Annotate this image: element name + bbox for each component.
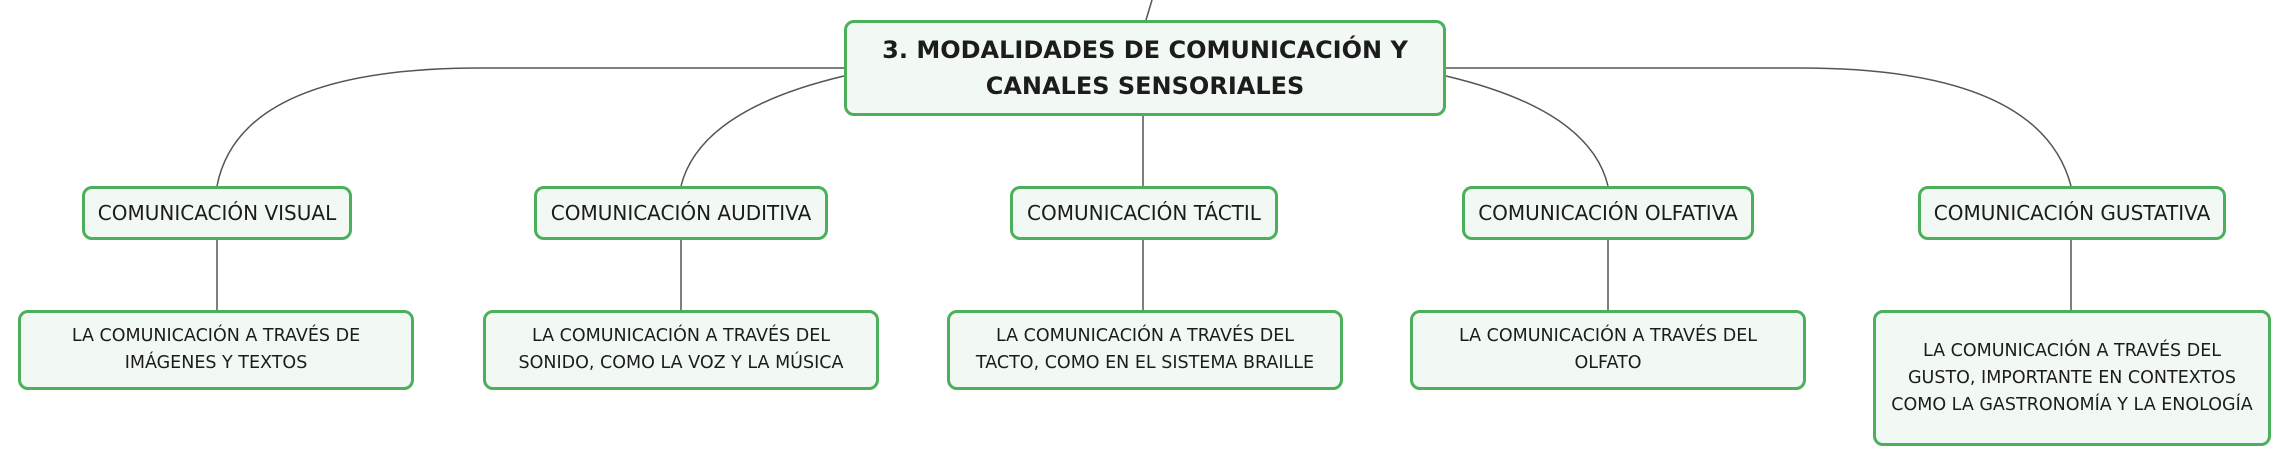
category-title: COMUNICACIÓN VISUAL [97, 201, 337, 225]
category-title: COMUNICACIÓN TÁCTIL [1027, 201, 1261, 225]
root-title: 3. MODALIDADES DE COMUNICACIÓN Y CANALES… [882, 36, 1408, 100]
connector-root-visual [216, 67, 844, 187]
category-node-visual[interactable]: COMUNICACIÓN VISUAL [82, 186, 352, 240]
category-node-gustativa[interactable]: COMUNICACIÓN GUSTATIVA [1918, 186, 2226, 240]
category-node-olfativa[interactable]: COMUNICACIÓN OLFATIVA [1462, 186, 1754, 240]
connector-root-auditiva [680, 75, 845, 187]
description-node-auditiva[interactable]: LA COMUNICACIÓN A TRAVÉS DEL SONIDO, COM… [483, 310, 879, 390]
description-text: LA COMUNICACIÓN A TRAVÉS DEL GUSTO, IMPO… [1891, 340, 2253, 415]
description-text: LA COMUNICACIÓN A TRAVÉS DEL OLFATO [1458, 326, 1758, 373]
description-node-tactil[interactable]: LA COMUNICACIÓN A TRAVÉS DEL TACTO, COMO… [947, 310, 1343, 390]
description-text: LA COMUNICACIÓN A TRAVÉS DEL TACTO, COMO… [975, 326, 1315, 373]
category-title: COMUNICACIÓN AUDITIVA [550, 201, 812, 225]
root-node[interactable]: 3. MODALIDADES DE COMUNICACIÓN Y CANALES… [844, 20, 1446, 116]
category-title: COMUNICACIÓN OLFATIVA [1478, 201, 1738, 225]
description-node-olfativa[interactable]: LA COMUNICACIÓN A TRAVÉS DEL OLFATO [1410, 310, 1806, 390]
category-title: COMUNICACIÓN GUSTATIVA [1933, 201, 2211, 225]
category-node-tactil[interactable]: COMUNICACIÓN TÁCTIL [1010, 186, 1278, 240]
description-text: LA COMUNICACIÓN A TRAVÉS DEL SONIDO, COM… [518, 326, 844, 373]
description-node-gustativa[interactable]: LA COMUNICACIÓN A TRAVÉS DEL GUSTO, IMPO… [1873, 310, 2271, 446]
category-node-auditiva[interactable]: COMUNICACIÓN AUDITIVA [534, 186, 828, 240]
connector-root-olfativa [1445, 75, 1609, 187]
description-node-visual[interactable]: LA COMUNICACIÓN A TRAVÉS DE IMÁGENES Y T… [18, 310, 414, 390]
connector-root-gustativa [1446, 67, 2072, 187]
parent-connector [1145, 0, 1153, 21]
description-text: LA COMUNICACIÓN A TRAVÉS DE IMÁGENES Y T… [71, 326, 361, 373]
